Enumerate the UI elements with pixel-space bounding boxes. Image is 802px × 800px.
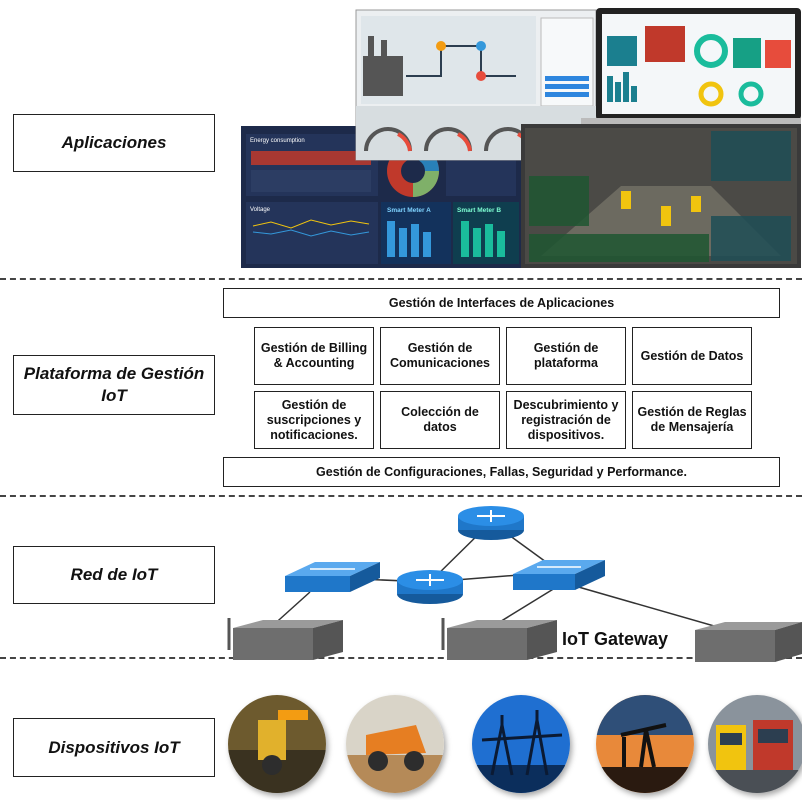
module-platform: Gestión de plataforma [506,327,626,385]
device-image-industrial-robot [228,695,326,793]
module-subscriptions: Gestión de suscripciones y notificacione… [254,391,374,449]
router-icon [397,570,463,604]
router-icon [458,506,524,540]
switch-icon [513,560,605,590]
layer-label-network-text: Red de IoT [70,565,158,584]
config-management-text: Gestión de Configuraciones, Fallas, Segu… [316,464,687,479]
module-message-rules-text: Gestión de Reglas de Mensajería [637,405,747,434]
switch-icon [285,562,380,592]
module-communications: Gestión de Comunicaciones [380,327,500,385]
layer-label-network: Red de IoT [13,546,215,604]
module-message-rules: Gestión de Reglas de Mensajería [632,391,752,449]
module-platform-text: Gestión de plataforma [533,341,599,370]
module-data: Gestión de Datos [632,327,752,385]
gateway-device-icon [227,618,343,660]
module-subscriptions-text: Gestión de suscripciones y notificacione… [266,397,362,442]
network-diagram [215,500,802,690]
energy-bars [251,151,371,192]
layer-label-devices-text: Dispositivos IoT [48,737,180,757]
gateway-device-icon [695,622,802,662]
iot-gateway-label-text: IoT Gateway [562,629,669,649]
api-management-bar: Gestión de Interfaces de Aplicaciones [223,288,780,318]
network-diagram-graphic [227,506,802,662]
device-image-train [708,695,802,793]
layer-label-platform: Plataforma de Gestión IoT [13,355,215,415]
module-billing: Gestión de Billing & Accounting [254,327,374,385]
module-data-text: Gestión de Datos [640,348,744,363]
layer-label-applications: Aplicaciones [13,114,215,172]
config-management-bar: Gestión de Configuraciones, Fallas, Segu… [223,457,780,487]
device-image-oil-pump [596,695,694,793]
separator-platform-network [0,495,802,497]
separator-apps-platform [0,278,802,280]
module-data-collection-text: Colección de datos [401,405,479,434]
module-device-discovery: Descubrimiento y registración de disposi… [506,391,626,449]
smart-meter-b-text: Smart Meter B [457,207,501,214]
separator-network-devices [0,657,802,659]
module-billing-text: Gestión de Billing & Accounting [260,341,368,370]
applications-collage: Energy consumption Voltage Smart Meter A… [241,6,802,268]
iot-gateway-label: IoT Gateway [562,629,668,650]
gateway-device-icon [441,618,557,660]
energy-title-text: Energy consumption [250,138,305,144]
module-data-collection: Colección de datos [380,391,500,449]
module-device-discovery-text: Descubrimiento y registración de disposi… [513,397,619,442]
voltage-title-text: Voltage [250,207,271,213]
module-communications-text: Gestión de Comunicaciones [389,341,491,370]
layer-label-devices: Dispositivos IoT [13,718,215,777]
api-management-text: Gestión de Interfaces de Aplicaciones [388,295,615,310]
device-image-power-substation [472,695,570,793]
applications-collage-graphic: Energy consumption Voltage Smart Meter A… [241,8,802,268]
layer-label-applications-text: Aplicaciones [61,133,167,152]
layer-label-platform-text: Plataforma de Gestión IoT [23,364,205,405]
device-image-mining-truck [346,695,444,793]
smart-meter-a-text: Smart Meter A [387,207,431,214]
